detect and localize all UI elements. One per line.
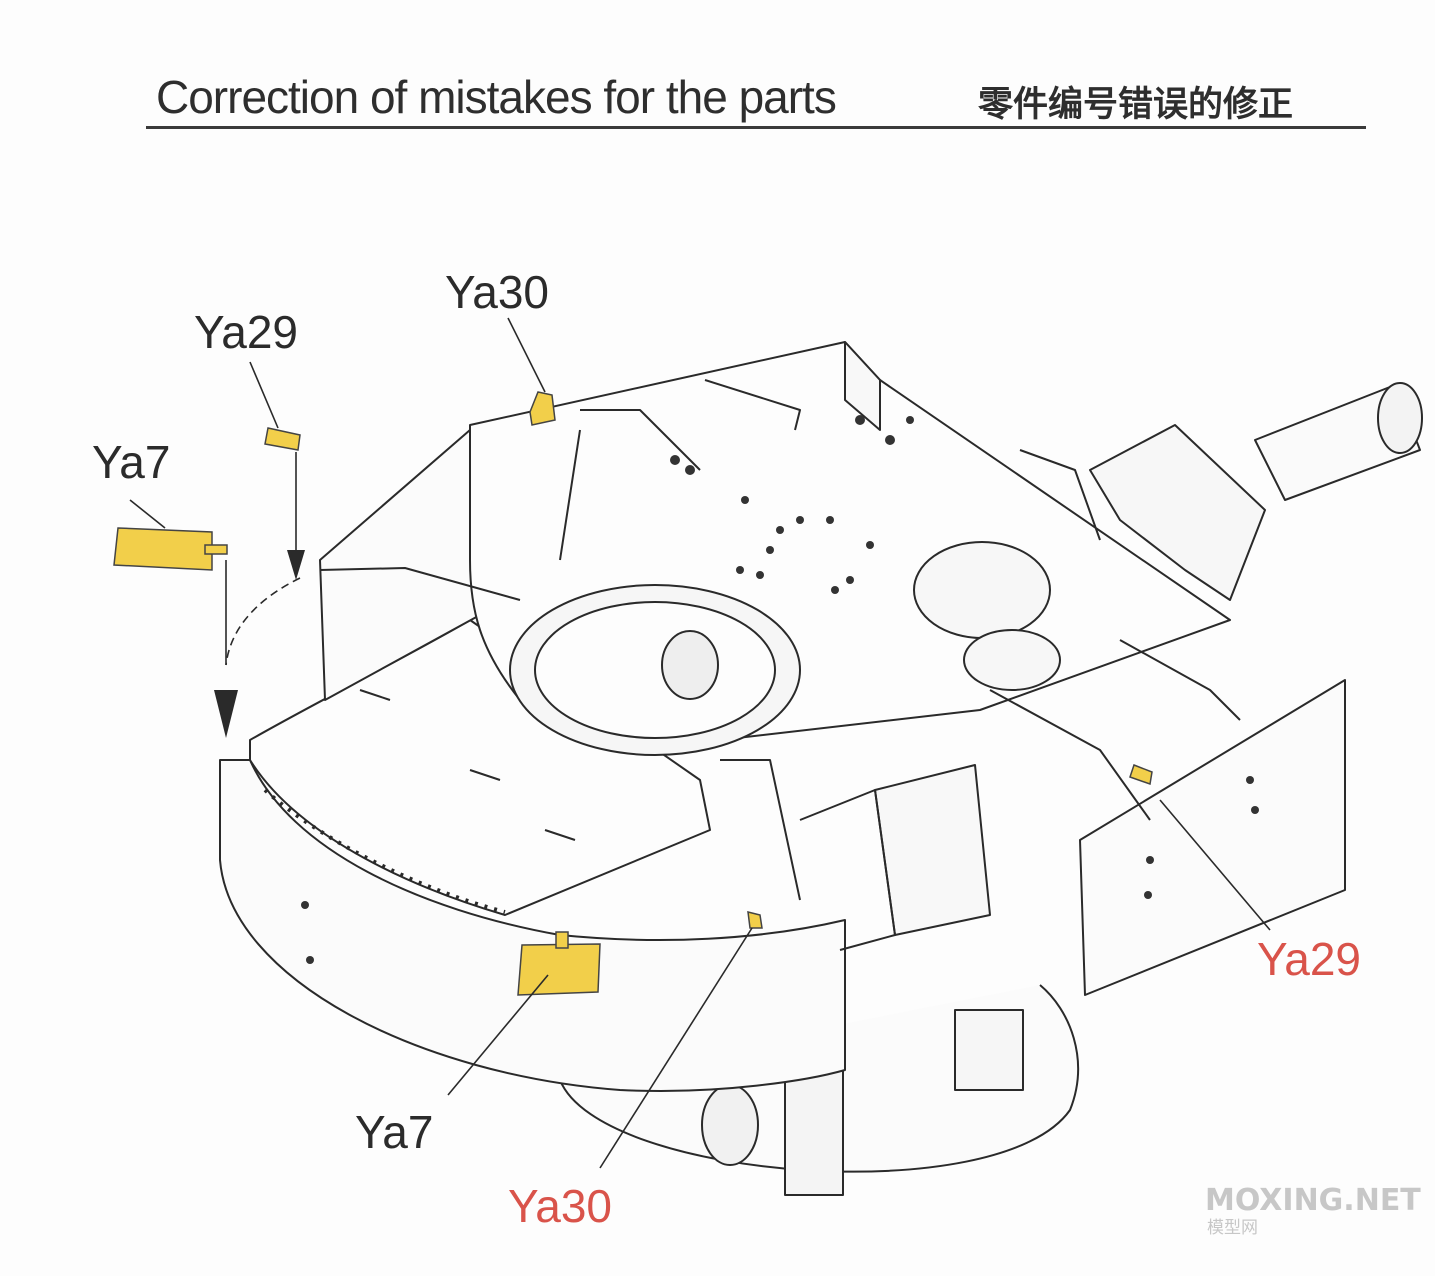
label-ya30-corrected: Ya30 [508, 1180, 612, 1232]
door-frame [799, 789, 896, 951]
leader-ya29-before [249, 361, 279, 429]
arrow-ya29-down [287, 550, 305, 580]
label-ya29-before: Ya29 [194, 306, 298, 358]
title-block: Correction of mistakes for the parts 零件编… [146, 64, 1366, 134]
label-ya30-before: Ya30 [445, 266, 549, 318]
turret-rear-wall [844, 341, 881, 431]
label-ya7-after: Ya7 [355, 1106, 433, 1158]
periscope-block [661, 630, 719, 700]
callout-labels: Ya7 Ya29 Ya30 Ya29 Ya7 Ya30 [92, 266, 1361, 1232]
vent-cover [963, 629, 1061, 691]
leader-ya29-after [1159, 799, 1271, 931]
roof-strap-4 [1019, 449, 1101, 541]
leader-ya30-after [599, 927, 753, 1169]
title-underline [146, 126, 1366, 129]
leader-lines [129, 317, 1271, 1169]
gun-muzzle [1377, 382, 1423, 454]
roof-strap-2 [580, 409, 701, 471]
roof-rail [559, 429, 581, 561]
arrow-ya7-down [214, 690, 238, 738]
front-strap-1 [720, 759, 801, 901]
loader-hatch [913, 541, 1051, 639]
title-english: Correction of mistakes for the parts [156, 71, 837, 123]
roof-strap-5 [1119, 639, 1241, 721]
watermark: MOXING.NET 模型网 [1205, 1183, 1421, 1238]
turret-round-wall [219, 759, 846, 1092]
leader-ya30-before [507, 317, 546, 393]
gun-mantlet [1089, 424, 1266, 601]
highlighted-parts [113, 391, 1153, 996]
title-chinese: 零件编号错误的修正 [978, 85, 1294, 125]
turret-line-art [219, 341, 1423, 1196]
leader-ya7-before [129, 499, 166, 529]
ammo-box [954, 1009, 1024, 1091]
part-ya30-before [529, 391, 556, 426]
front-clip-2 [469, 769, 501, 781]
turret-right-plate [1079, 679, 1346, 996]
label-ya29-corrected: Ya29 [1257, 933, 1361, 985]
roof-holes [301, 415, 1259, 964]
leader-ya7-after [447, 974, 549, 1096]
roof-rivet-line [263, 788, 506, 914]
part-ya29-before [264, 427, 301, 451]
part-ya7-corrected [517, 943, 601, 996]
front-clip-1 [359, 689, 391, 701]
roof-strap-1 [319, 567, 521, 601]
part-ya30-corrected [747, 911, 763, 929]
roof-strap-3 [704, 379, 801, 431]
label-ya7-before: Ya7 [92, 436, 170, 488]
front-clip-3 [544, 829, 576, 841]
install-path-ya7-curve [225, 577, 301, 666]
cupola-inner [534, 601, 776, 739]
part-ya29-corrected [1129, 764, 1153, 786]
front-strap-2 [989, 689, 1151, 821]
watermark-main: MOXING.NET [1205, 1183, 1421, 1218]
install-arrows [214, 550, 305, 738]
part-ya7-tab [204, 544, 228, 555]
part-ya7-corrected-tab [555, 931, 569, 949]
basket-drum [701, 1084, 759, 1166]
part-ya7-before [113, 527, 213, 571]
watermark-sub: 模型网 [1207, 1218, 1258, 1238]
